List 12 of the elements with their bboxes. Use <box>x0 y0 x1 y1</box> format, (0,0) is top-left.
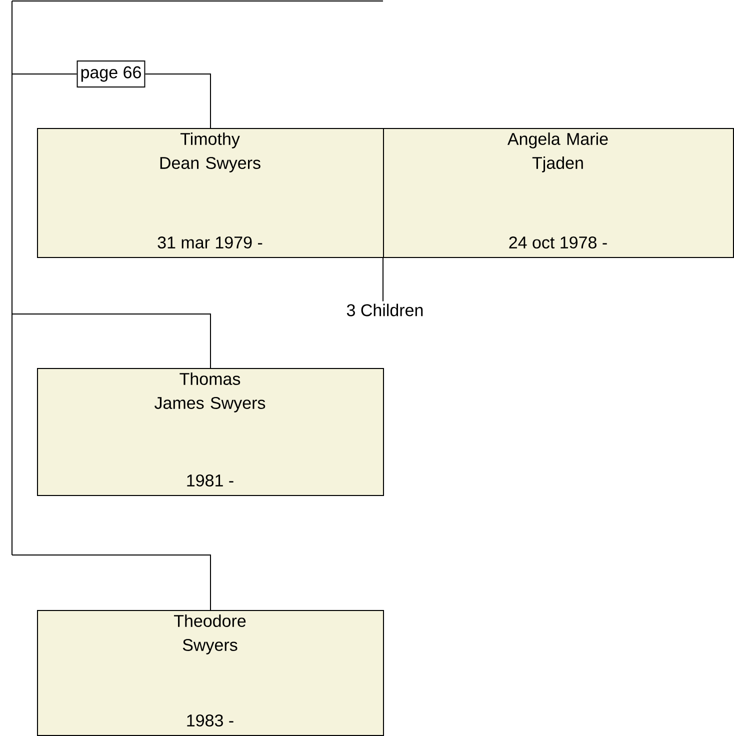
connector-line <box>144 74 211 128</box>
person-box: Angela Marie Tjaden 24 oct 1978 - <box>383 128 734 258</box>
person-box: Thomas James Swyers 1981 - <box>37 368 384 496</box>
node-label: 24 oct 1978 - <box>509 236 607 249</box>
children-count: 3 Children <box>346 304 423 316</box>
connector-line <box>382 256 384 302</box>
connector-line <box>12 314 211 368</box>
person-box: Theodore Swyers 1983 - <box>37 610 384 736</box>
connector-line <box>12 554 211 610</box>
node-label: Angela Marie Tjaden <box>507 132 608 172</box>
page-label-box: page 66 <box>76 60 146 88</box>
person-box: Timothy Dean Swyers 31 mar 1979 - <box>37 128 384 258</box>
